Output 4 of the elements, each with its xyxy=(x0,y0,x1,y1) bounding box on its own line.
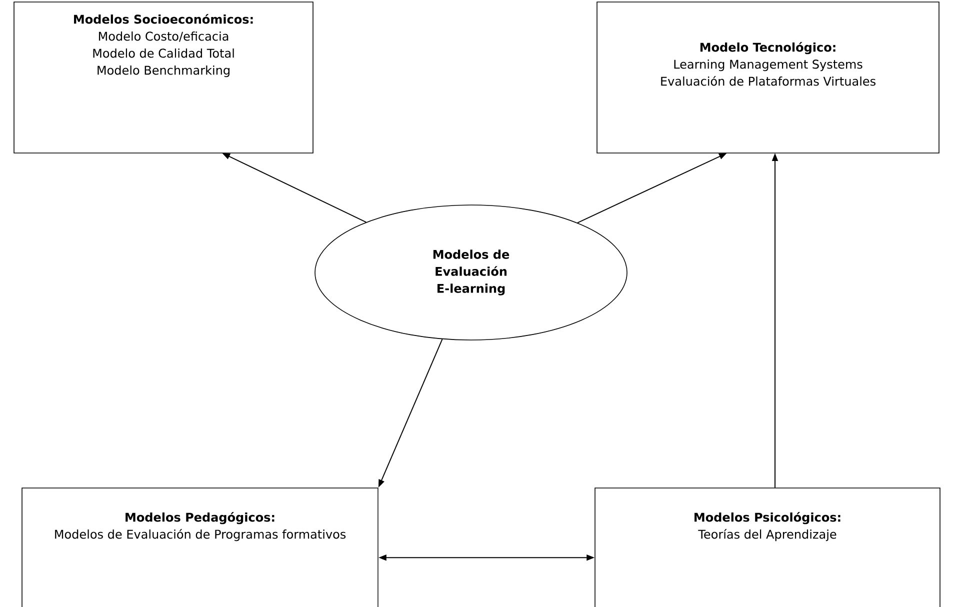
model-box: Modelos Socioeconómicos: Modelo Costo/eficacia Modelo de Calidad Total Modelo Benchmarking xyxy=(14,2,314,154)
model-box: Modelos Psicológicos: Teorías del Aprendizaje xyxy=(594,488,940,607)
model-box: Modelos Pedagógicos: Modelos de Evaluación de Programas formativos xyxy=(22,488,378,607)
model-box: Modelo Tecnológico: Learning Management Systems Evaluación de Plataformas Virtuales xyxy=(596,2,940,154)
